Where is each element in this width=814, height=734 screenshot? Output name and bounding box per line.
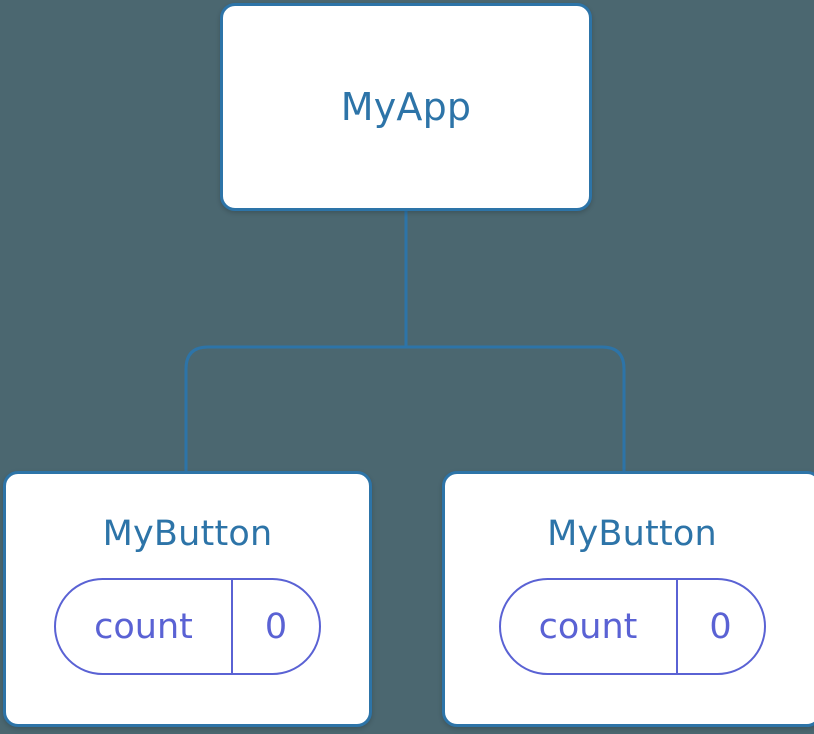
edge-myapp-to-mybutton-left <box>184 345 406 474</box>
edge-myapp-to-mybutton-right <box>406 345 626 474</box>
node-myapp[interactable]: MyApp <box>220 3 592 211</box>
state-key-left: count <box>56 580 233 673</box>
node-mybutton-left-title: MyButton <box>102 514 273 554</box>
state-value-right: 0 <box>709 606 732 647</box>
node-myapp-title: MyApp <box>340 85 472 129</box>
state-value-left: 0 <box>264 606 288 647</box>
node-mybutton-right[interactable]: MyButton count 0 <box>442 471 814 727</box>
state-pill-left[interactable]: count 0 <box>54 578 321 675</box>
state-key-right: count <box>501 580 678 673</box>
node-mybutton-left[interactable]: MyButton count 0 <box>3 471 372 727</box>
state-pill-right[interactable]: count 0 <box>498 578 766 675</box>
node-mybutton-right-title: MyButton <box>547 514 717 554</box>
